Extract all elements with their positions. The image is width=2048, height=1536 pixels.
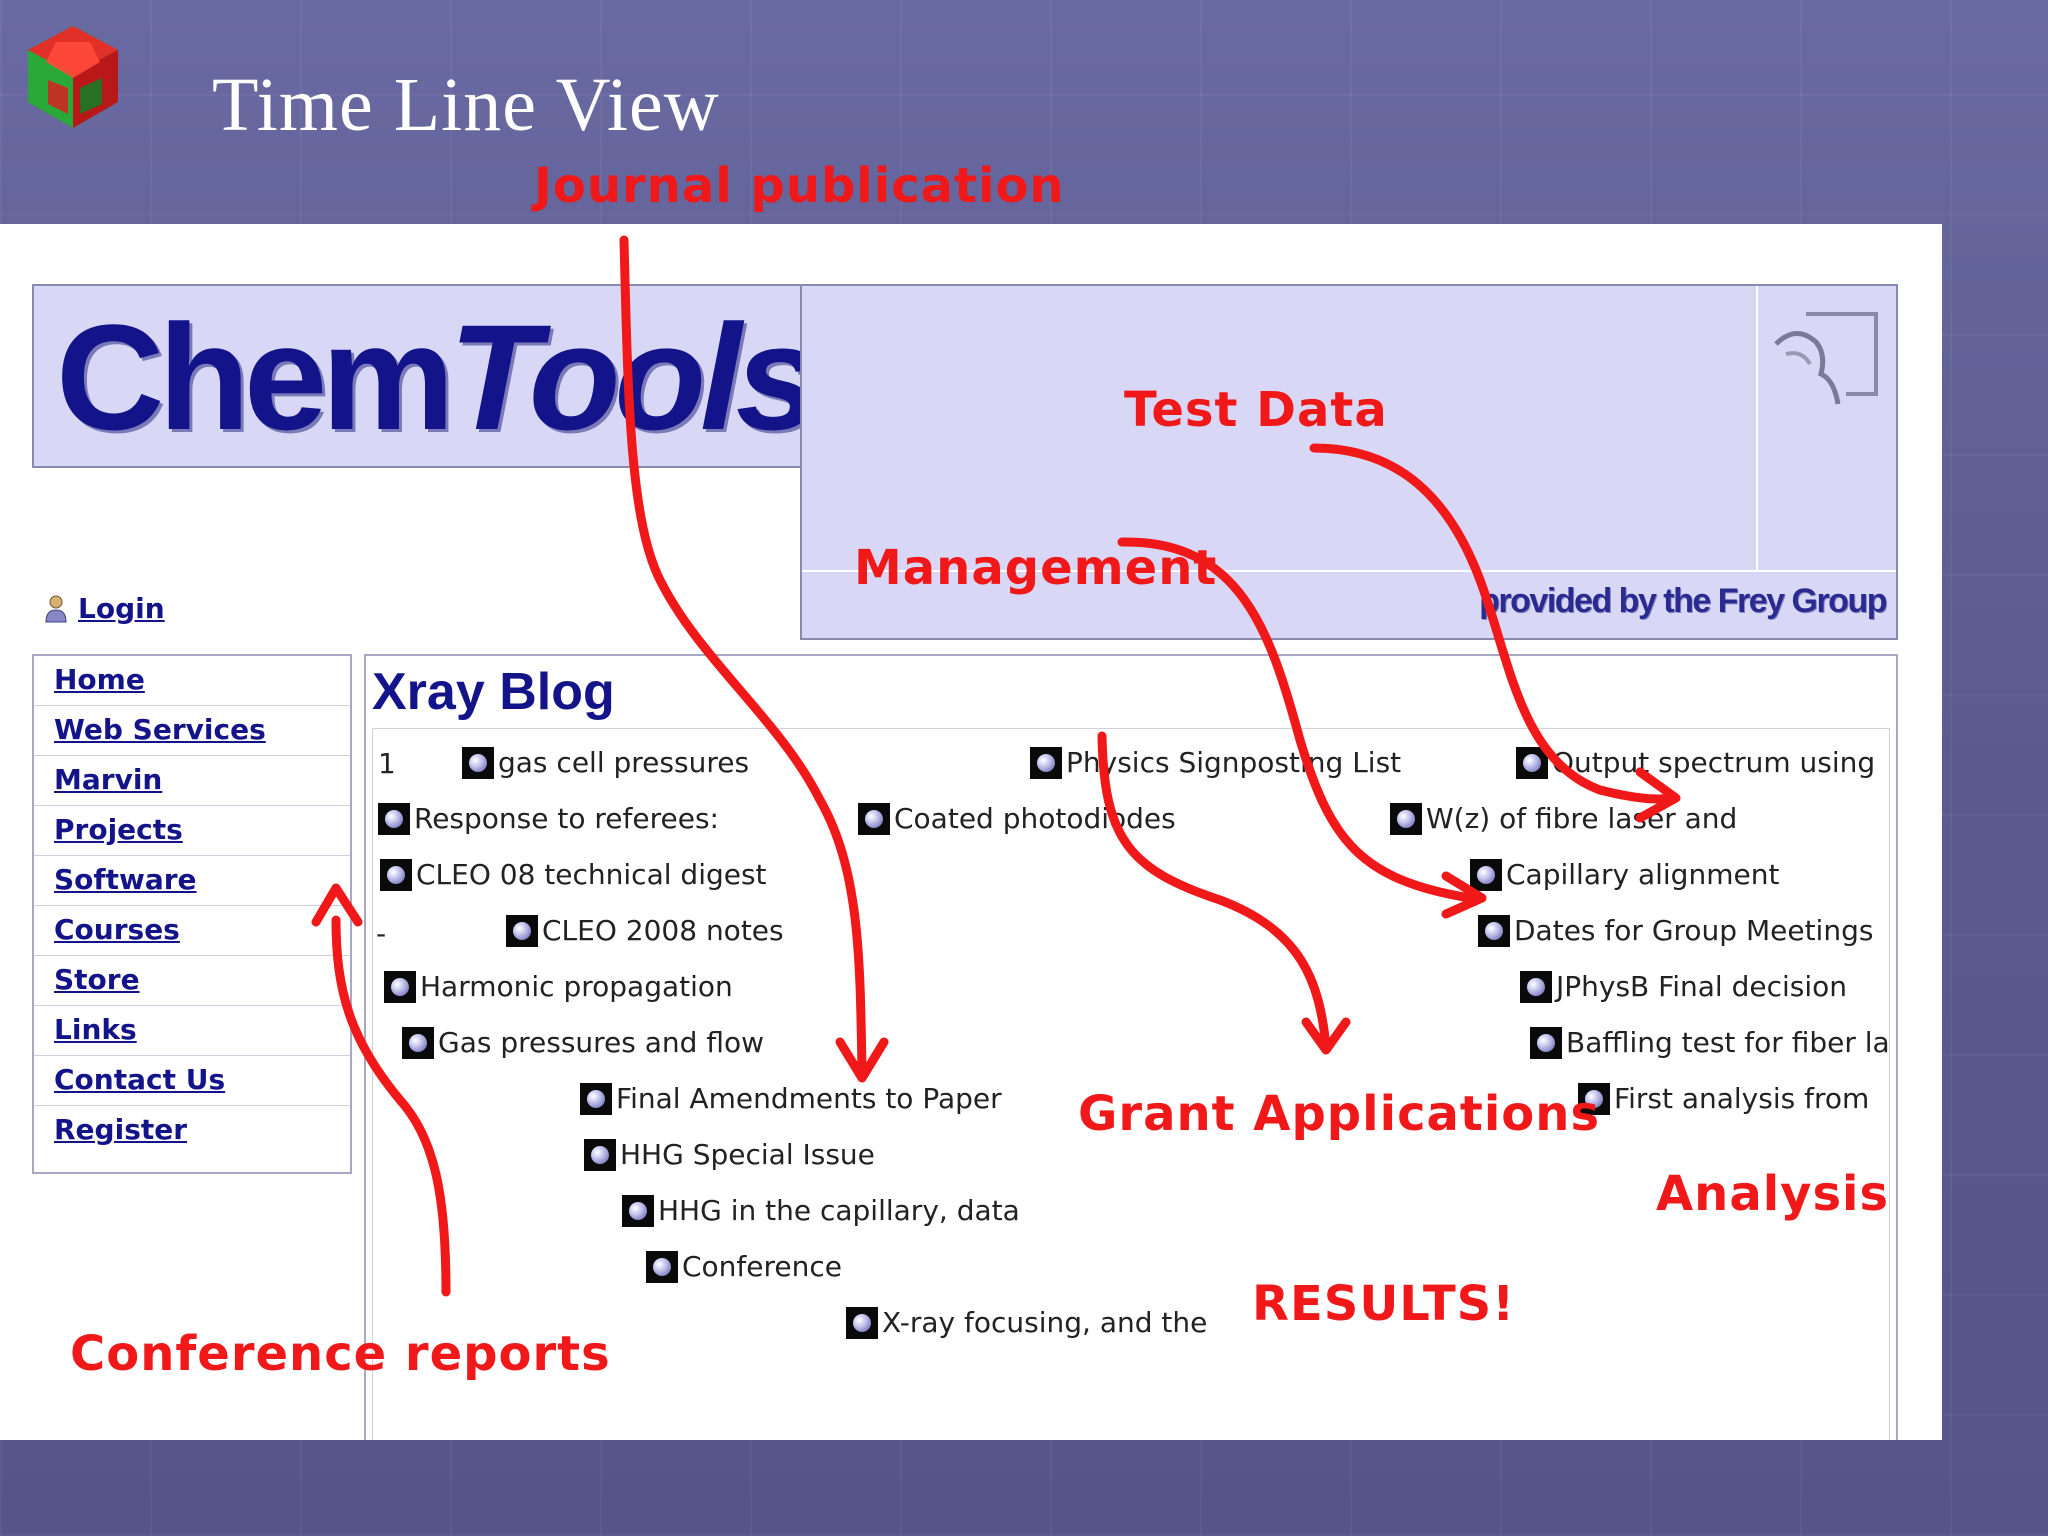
entry-bullet-icon: [580, 1082, 612, 1115]
entry-bullet-icon: [506, 914, 538, 947]
nav-item-web-services[interactable]: Web Services: [34, 706, 350, 756]
annotation-journal: Journal publication: [534, 158, 1065, 214]
blog-title: Xray Blog: [372, 663, 615, 721]
blog-entry[interactable]: Output spectrum using: [1516, 746, 1875, 779]
annotation-test-data: Test Data: [1124, 382, 1388, 438]
entry-label[interactable]: Final Amendments to Paper: [616, 1082, 1002, 1115]
entry-bullet-icon: [384, 970, 416, 1003]
nav-item-register[interactable]: Register: [54, 1113, 188, 1146]
entry-label[interactable]: W(z) of fibre laser and: [1426, 802, 1738, 835]
entry-bullet-icon: [462, 746, 494, 779]
blog-entry[interactable]: Dates for Group Meetings: [1478, 914, 1873, 947]
cube-logo-icon: [28, 26, 118, 128]
entry-bullet-icon: [858, 802, 890, 835]
entry-bullet-icon: [378, 802, 410, 835]
provided-by-text: provided by the Frey Group: [1479, 582, 1887, 620]
blog-entry[interactable]: W(z) of fibre laser and: [1390, 802, 1737, 835]
entry-label[interactable]: Capillary alignment: [1506, 858, 1780, 891]
entry-label[interactable]: JPhysB Final decision: [1556, 970, 1848, 1003]
annotation-grant: Grant Applications: [1078, 1086, 1601, 1142]
entry-label[interactable]: Physics Signposting List: [1066, 746, 1402, 779]
entry-bullet-icon: [1478, 914, 1510, 947]
blog-entry[interactable]: HHG Special Issue: [584, 1138, 875, 1171]
entry-label[interactable]: HHG in the capillary, data: [658, 1194, 1020, 1227]
entry-label[interactable]: Gas pressures and flow: [438, 1026, 765, 1059]
entry-label[interactable]: Output spectrum using: [1552, 746, 1876, 779]
entry-label[interactable]: Conference: [682, 1250, 843, 1283]
login-area[interactable]: Login: [44, 592, 165, 625]
entry-bullet-icon: [622, 1194, 654, 1227]
blog-entry[interactable]: Capillary alignment: [1470, 858, 1779, 891]
blog-entry[interactable]: CLEO 2008 notes: [506, 914, 784, 947]
slide-bottom-band: [0, 1440, 2048, 1536]
blog-entry[interactable]: Final Amendments to Paper: [580, 1082, 1002, 1115]
sidebar-nav: Home Web Services Marvin Projects Softwa…: [32, 654, 352, 1174]
blog-entry[interactable]: Conference: [646, 1250, 842, 1283]
blog-entry[interactable]: X-ray focusing, and the: [846, 1306, 1207, 1339]
entry-label[interactable]: CLEO 2008 notes: [542, 914, 784, 947]
nav-item-contact-us[interactable]: Contact Us: [34, 1056, 350, 1106]
blog-entry[interactable]: Physics Signposting List: [1030, 746, 1401, 779]
entry-label[interactable]: Dates for Group Meetings: [1514, 914, 1874, 947]
entry-bullet-icon: [380, 858, 412, 891]
entry-bullet-icon: [402, 1026, 434, 1059]
login-link[interactable]: Login: [78, 592, 165, 625]
blog-entry[interactable]: HHG in the capillary, data: [622, 1194, 1020, 1227]
entry-label[interactable]: First analysis from: [1614, 1082, 1870, 1115]
brand-text-italic: Tools: [448, 293, 819, 461]
blog-entry[interactable]: First analysis from: [1578, 1082, 1869, 1115]
blog-entry[interactable]: Gas pressures and flow: [402, 1026, 764, 1059]
entry-label[interactable]: Harmonic propagation: [420, 970, 733, 1003]
entry-label[interactable]: gas cell pressures: [498, 746, 750, 779]
blog-entry[interactable]: Response to referees:: [378, 802, 719, 835]
site-banner: ChemTools: [32, 284, 819, 468]
nav-item-software[interactable]: Software: [34, 856, 350, 906]
nav-item-home[interactable]: Home: [34, 656, 350, 706]
user-icon: [45, 595, 67, 622]
blog-entry[interactable]: Coated photodiodes: [858, 802, 1176, 835]
entry-label[interactable]: HHG Special Issue: [620, 1138, 875, 1171]
nav-item-store[interactable]: Store: [34, 956, 350, 1006]
decorative-mark-icon: [1774, 312, 1878, 405]
timeline-marker: 1: [378, 747, 396, 780]
blog-entry[interactable]: Baffling test for fiber la: [1530, 1026, 1890, 1059]
entry-bullet-icon: [1030, 746, 1062, 779]
blog-entry[interactable]: Harmonic propagation: [384, 970, 733, 1003]
website-screenshot: ChemTools provided by the Frey Group Log…: [0, 224, 1942, 1440]
entry-bullet-icon: [1390, 802, 1422, 835]
slide-title: Time Line View: [212, 63, 720, 147]
nav-item-courses[interactable]: Courses: [34, 906, 350, 956]
annotation-conference: Conference reports: [70, 1326, 611, 1382]
blog-entry[interactable]: gas cell pressures: [462, 746, 749, 779]
entry-bullet-icon: [1578, 1082, 1610, 1115]
entry-label[interactable]: Response to referees:: [414, 802, 719, 835]
site-logo[interactable]: ChemTools: [56, 292, 819, 462]
annotation-results: RESULTS!: [1252, 1276, 1516, 1332]
entry-bullet-icon: [1530, 1026, 1562, 1059]
banner-corner: [1756, 286, 1896, 572]
entry-label[interactable]: X-ray focusing, and the: [882, 1306, 1208, 1339]
entry-label[interactable]: Coated photodiodes: [894, 802, 1176, 835]
timeline-marker: -: [376, 917, 387, 950]
entry-label[interactable]: CLEO 08 technical digest: [416, 858, 767, 891]
blog-entry[interactable]: CLEO 08 technical digest: [380, 858, 767, 891]
nav-item-projects[interactable]: Projects: [34, 806, 350, 856]
blog-entry[interactable]: JPhysB Final decision: [1520, 970, 1847, 1003]
annotation-management: Management: [854, 540, 1218, 596]
entry-bullet-icon: [1516, 746, 1548, 779]
entry-label[interactable]: Baffling test for fiber la: [1566, 1026, 1890, 1059]
entry-bullet-icon: [1470, 858, 1502, 891]
nav-item-links[interactable]: Links: [34, 1006, 350, 1056]
entry-bullet-icon: [846, 1306, 878, 1339]
entry-bullet-icon: [646, 1250, 678, 1283]
annotation-analysis: Analysis: [1656, 1166, 1890, 1222]
nav-item-marvin[interactable]: Marvin: [34, 756, 350, 806]
entry-bullet-icon: [1520, 970, 1552, 1003]
brand-text: Chem: [56, 293, 455, 461]
entry-bullet-icon: [584, 1138, 616, 1171]
